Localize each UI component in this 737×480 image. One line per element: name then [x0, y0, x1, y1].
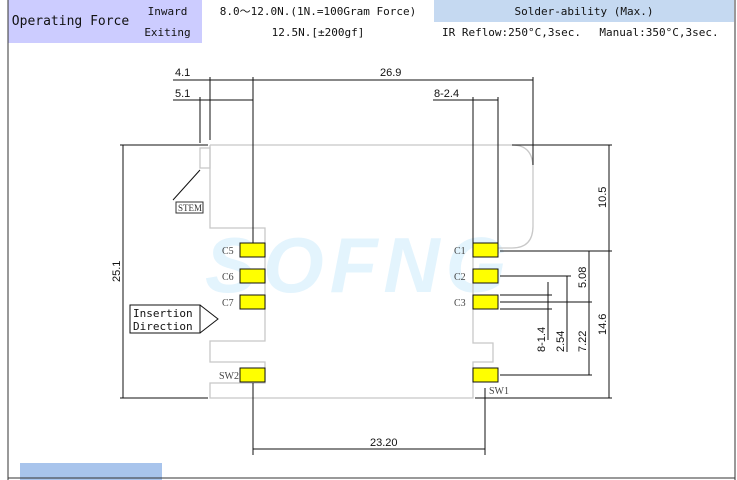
pads-left — [239, 242, 266, 383]
body-outline — [199, 144, 534, 399]
operating-force-label: Operating Force — [8, 0, 133, 43]
solderability-label: Solder-ability (Max.) — [434, 0, 734, 22]
dim-5-08: 5.08 — [577, 267, 589, 288]
exiting-label: Exiting — [133, 22, 202, 43]
pad-sw1 — [472, 367, 499, 383]
frame — [7, 0, 736, 480]
dimension-lines — [120, 77, 612, 455]
direction-label: Direction — [133, 320, 193, 333]
pin-label: C3 — [454, 298, 466, 309]
pin-label: C6 — [222, 272, 234, 283]
dim-2-54: 2.54 — [555, 331, 567, 352]
inward-label: Inward — [133, 0, 202, 22]
footer-bar — [20, 463, 162, 480]
pad-c3 — [472, 294, 499, 310]
pin-label: C5 — [222, 246, 234, 257]
dim-23-20: 23.20 — [370, 437, 398, 449]
pin-label: SW1 — [489, 386, 509, 397]
dim-8-2-4: 8-2.4 — [434, 88, 459, 100]
stem-label: STEM — [178, 203, 202, 213]
pad-sw2 — [239, 367, 266, 383]
dim-25-1: 25.1 — [111, 261, 123, 282]
dim-26-9: 26.9 — [380, 67, 401, 79]
manual-solder: Manual:350°C,3sec. — [599, 26, 719, 39]
pad-c1 — [472, 242, 499, 258]
dim-10-5: 10.5 — [597, 187, 609, 208]
stem-label-box — [175, 201, 204, 214]
pads-right — [472, 242, 499, 383]
dim-8-1-4: 8-1.4 — [536, 327, 548, 352]
insertion-direction-arrow — [129, 304, 219, 334]
pad-c5 — [239, 242, 266, 258]
dim-4-1: 4.1 — [175, 67, 190, 79]
pad-c2 — [472, 268, 499, 284]
pad-c7 — [239, 294, 266, 310]
pin-label: SW2 — [219, 371, 239, 382]
dim-7-22: 7.22 — [577, 331, 589, 352]
inward-value: 8.0～12.0N.(1N.=100Gram Force) — [219, 5, 417, 18]
ir-reflow: IR Reflow:250°C,3sec. — [441, 26, 582, 39]
watermark: SOFNG — [205, 221, 512, 309]
pin-label: C1 — [454, 246, 466, 257]
dim-14-6: 14.6 — [597, 314, 609, 335]
insertion-label: Insertion — [133, 307, 193, 320]
pin-label: C7 — [222, 298, 234, 309]
dim-5-1: 5.1 — [175, 88, 190, 100]
pin-label: C2 — [454, 272, 466, 283]
exiting-value: 12.5N.[±200gf] — [271, 26, 365, 39]
pad-c6 — [239, 268, 266, 284]
